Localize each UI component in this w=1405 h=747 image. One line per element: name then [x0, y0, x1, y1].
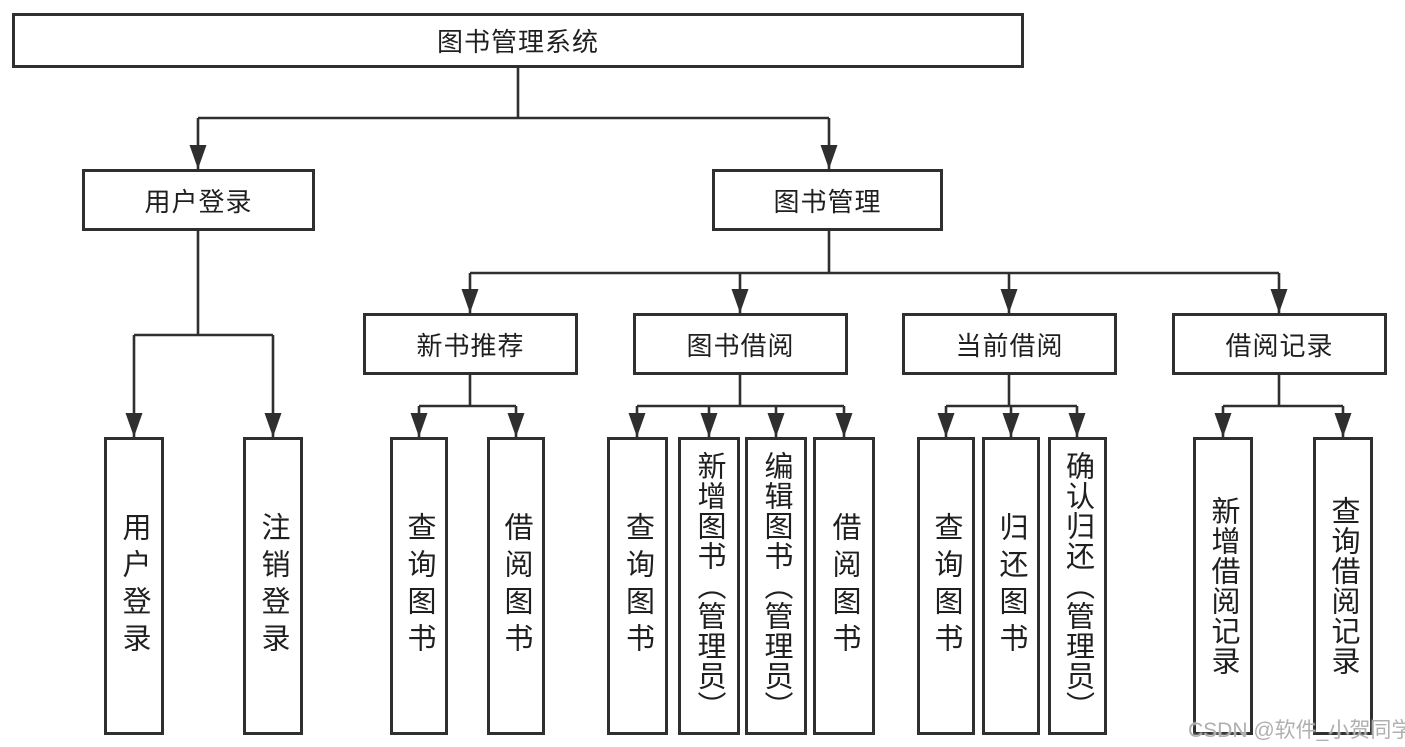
leaf-cb-query-books-label: 查询图书 — [930, 512, 962, 660]
leaf-user-login-label: 用户登录 — [118, 512, 150, 660]
leaf-cb-return-books-label: 归还图书 — [995, 512, 1027, 660]
leaf-logout: 注销登录 — [243, 437, 303, 735]
leaf-nb-query-books: 查询图书 — [390, 437, 448, 735]
new-book-recommendation-label: 新书推荐 — [416, 330, 525, 361]
new-book-recommendation-node: 新书推荐 — [363, 313, 578, 375]
leaf-br-add-record: 新增借阅记录 — [1193, 437, 1253, 735]
leaf-bb-edit-book-admin: 编辑图书（管理员） — [745, 437, 807, 735]
leaf-cb-confirm-return-admin-label: 确认归还（管理员） — [1061, 451, 1094, 721]
book-borrowing-label: 图书借阅 — [686, 330, 795, 361]
leaf-nb-query-books-label: 查询图书 — [403, 512, 435, 660]
leaf-bb-query-books: 查询图书 — [607, 437, 668, 735]
book-borrowing-node: 图书借阅 — [633, 313, 848, 375]
leaf-bb-add-book-admin: 新增图书（管理员） — [678, 437, 740, 735]
watermark: CSDN @软件_小贺同学 — [1188, 719, 1405, 742]
leaf-bb-add-book-admin-label: 新增图书（管理员） — [693, 451, 725, 721]
leaf-user-login: 用户登录 — [104, 437, 164, 735]
user-login-node: 用户登录 — [82, 169, 315, 231]
leaf-bb-borrow-books: 借阅图书 — [813, 437, 875, 735]
leaf-br-add-record-label: 新增借阅记录 — [1207, 496, 1239, 676]
leaf-nb-borrow-books-label: 借阅图书 — [500, 512, 532, 660]
leaf-cb-confirm-return-admin: 确认归还（管理员） — [1048, 437, 1107, 735]
leaf-cb-return-books: 归还图书 — [982, 437, 1040, 735]
leaf-nb-borrow-books: 借阅图书 — [487, 437, 545, 735]
leaf-br-query-record-label: 查询借阅记录 — [1327, 496, 1359, 676]
borrowing-records-label: 借阅记录 — [1225, 330, 1334, 361]
book-management-node-label: 图书管理 — [773, 186, 882, 217]
leaf-bb-borrow-books-label: 借阅图书 — [828, 512, 860, 660]
root-node-label: 图书管理系统 — [436, 27, 599, 57]
user-login-node-label: 用户登录 — [144, 186, 253, 217]
borrowing-records-node: 借阅记录 — [1172, 313, 1387, 375]
current-borrowing-label: 当前借阅 — [955, 330, 1064, 361]
current-borrowing-node: 当前借阅 — [902, 313, 1117, 375]
root-node: 图书管理系统 — [12, 13, 1024, 68]
leaf-cb-query-books: 查询图书 — [917, 437, 975, 735]
leaf-bb-edit-book-admin-label: 编辑图书（管理员） — [760, 451, 792, 721]
leaf-bb-query-books-label: 查询图书 — [621, 512, 654, 660]
leaf-br-query-record: 查询借阅记录 — [1313, 437, 1373, 735]
book-management-node: 图书管理 — [712, 169, 943, 231]
leaf-logout-label: 注销登录 — [257, 512, 289, 660]
